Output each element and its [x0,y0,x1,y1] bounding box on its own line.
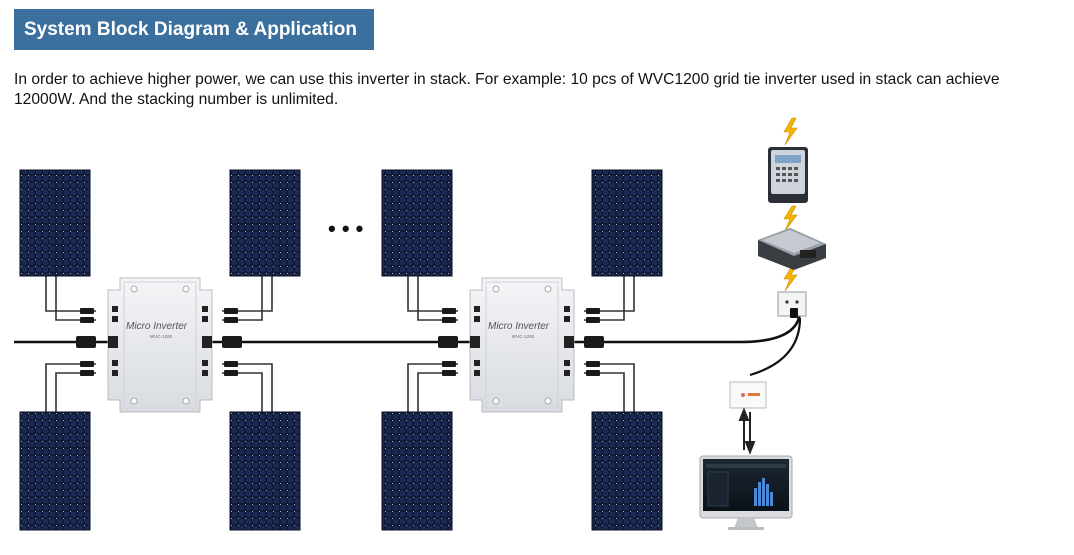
connectors [76,308,604,376]
monitor-cable [749,317,802,377]
micro-inverter-2: Micro Inverter WVC-1200 [469,277,575,413]
solar-panel [229,411,301,531]
solar-panel [19,411,91,531]
section-header: System Block Diagram & Application [14,9,374,50]
inverter-model: WVC-1200 [150,334,173,339]
electric-meter-icon [768,147,808,203]
solar-panels [19,169,663,531]
computer-monitor-icon [699,455,793,530]
lightning-icon [783,265,798,292]
lightning-icon [783,205,798,232]
solar-panel [229,169,301,277]
monitoring-unit-icon [729,381,767,409]
data-link-arrow-icon [738,407,756,455]
wall-socket-icon [777,291,807,318]
solar-panel [381,169,453,277]
section-title: System Block Diagram & Application [24,19,357,40]
inverter-label: Micro Inverter [126,321,188,332]
solar-panel [591,169,663,277]
inverter-label: Micro Inverter [488,321,550,332]
solar-panel [381,411,453,531]
ellipsis-indicator: • • • [328,216,363,241]
lightning-icons [783,117,798,292]
solar-panel [591,411,663,531]
intro-paragraph: In order to achieve higher power, we can… [14,71,1000,108]
ac-trunk-line [14,309,802,344]
micro-inverter-1: Micro Inverter WVC-1200 [107,277,213,413]
inverter-model: WVC-1200 [512,334,535,339]
lightning-icon [783,117,798,146]
distribution-box-icon [758,228,826,270]
solar-panel [19,169,91,277]
